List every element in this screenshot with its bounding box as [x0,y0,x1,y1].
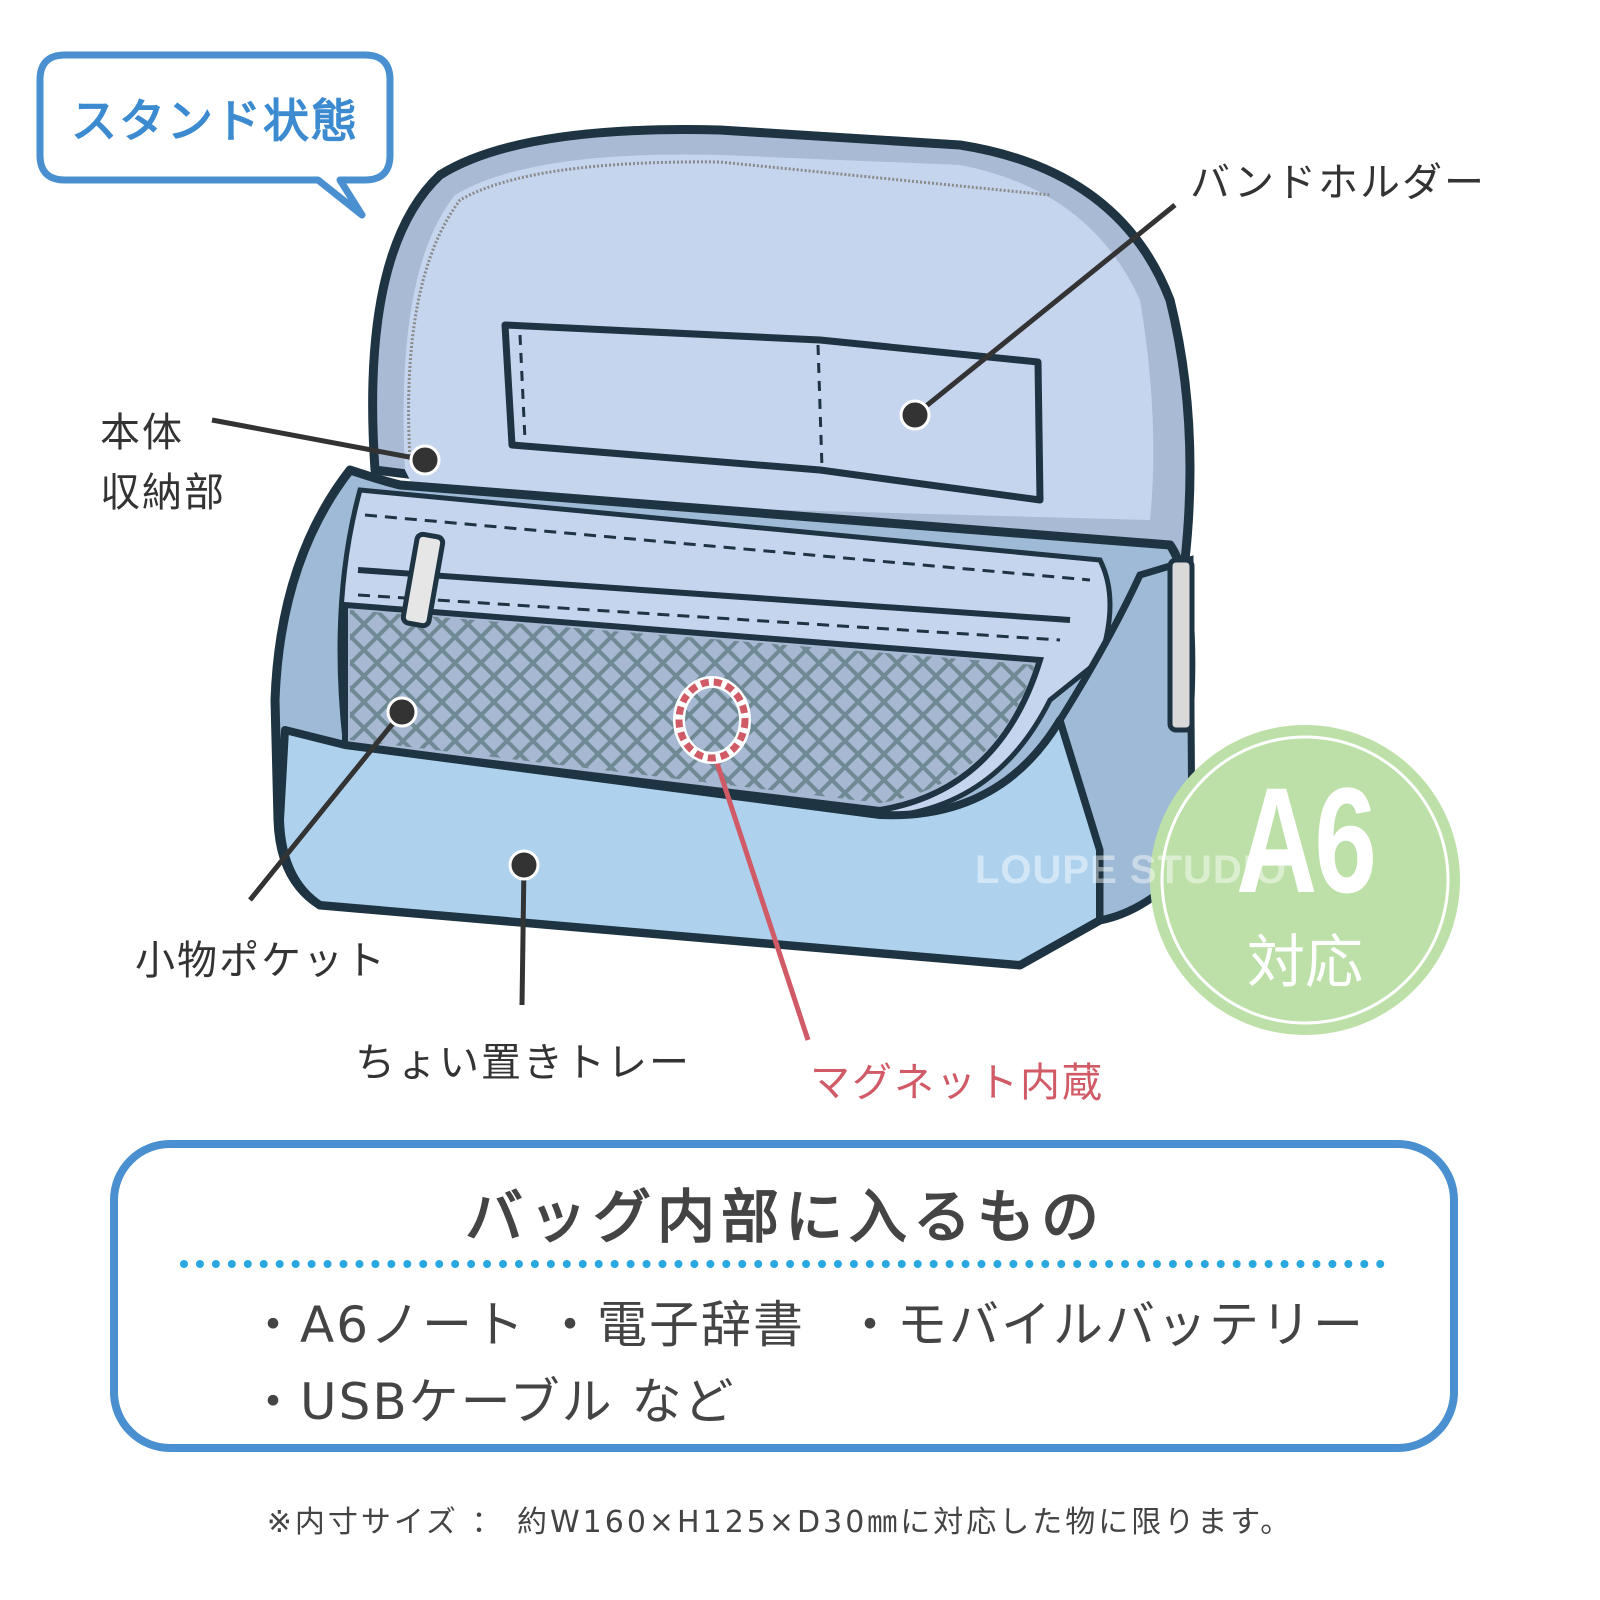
magnet-marker [675,678,749,762]
zipper-pull [400,531,446,629]
magnet-label: マグネット内蔵 [810,1060,1104,1106]
contents-title: バッグ内部に入るもの [464,1183,1105,1251]
small-pocket-label: 小物ポケット [135,938,387,984]
badge-size: A6 [1236,756,1377,924]
speech-bubble [36,51,394,219]
zipper-pull [1167,557,1195,733]
footnote: ※内寸サイズ ： 約W160×H125×D30㎜に対応した物に限ります。 [266,1505,1294,1540]
contents-box [110,1140,1458,1452]
main-storage-label-2: 収納部 [100,470,226,516]
band-holder [501,321,1044,504]
main-storage-label-1: 本体 [100,410,184,456]
badge-label: 対応 [1246,928,1363,996]
contents-item: ・A6ノート [248,1296,527,1354]
tray-label: ちょい置きトレー [355,1040,691,1086]
dotted-divider [180,1260,1385,1268]
watermark-logo: LOUPE STUDIO [975,848,1288,892]
contents-item: ・USBケーブル など [248,1373,736,1431]
contents-item: ・電子辞書 [545,1296,805,1354]
callout-label: スタンド状態 [71,94,359,148]
bag-front [270,465,1196,970]
band-holder-label: バンドホルダー [1190,160,1486,206]
leader-lines [211,203,1177,1041]
contents-item: ・モバイルバッテリー [845,1296,1365,1354]
a6-badge [1150,725,1460,1035]
